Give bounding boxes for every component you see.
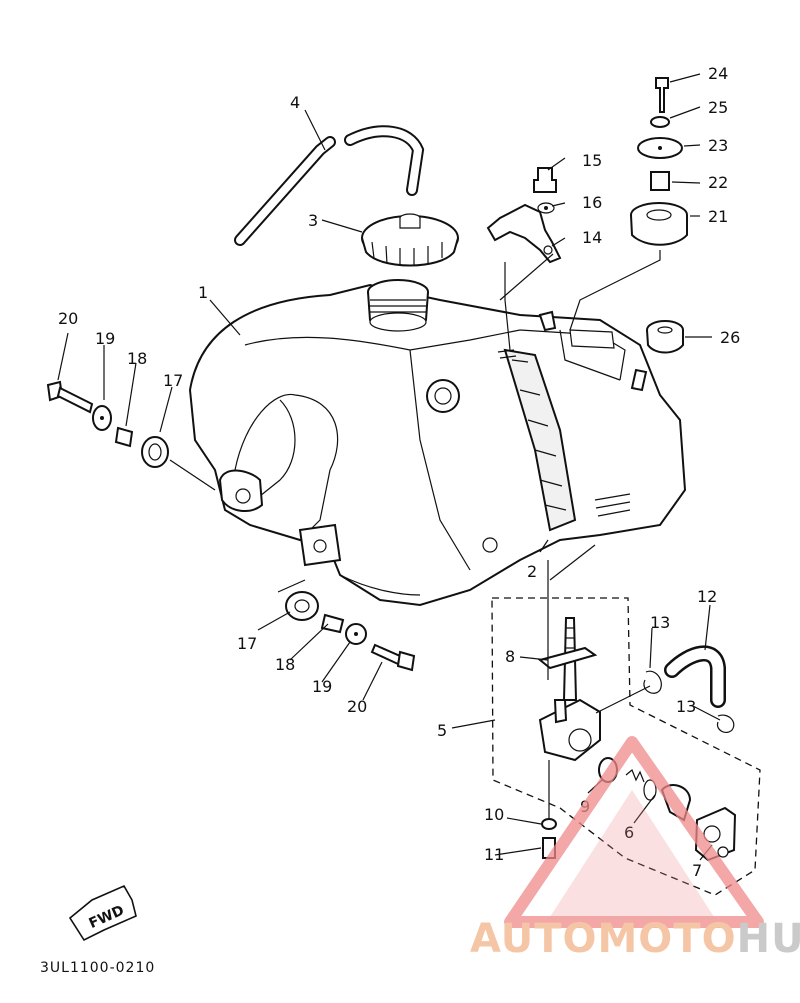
leader-lines (57, 73, 721, 861)
label-22: 22 (708, 173, 728, 192)
callout-labels: 1 2 3 4 5 6 7 8 9 10 11 12 13 13 14 15 1… (58, 64, 740, 880)
fwd-arrow: FWD (68, 884, 137, 942)
rear-mount-parts (285, 591, 416, 672)
label-18-lower: 18 (275, 655, 295, 674)
label-19-upper: 19 (95, 329, 115, 348)
label-13-upper: 13 (650, 613, 670, 632)
label-25: 25 (708, 98, 728, 117)
label-7: 7 (692, 861, 702, 880)
label-8: 8 (505, 647, 515, 666)
damper-stack (630, 77, 688, 354)
label-6: 6 (624, 823, 634, 842)
label-19-lower: 19 (312, 677, 332, 696)
label-20-lower: 20 (347, 697, 367, 716)
label-17-upper: 17 (163, 371, 183, 390)
label-16: 16 (582, 193, 602, 212)
label-1: 1 (198, 283, 208, 302)
label-23: 23 (708, 136, 728, 155)
watermark-text-hub: HUB (737, 916, 800, 962)
label-4: 4 (290, 93, 300, 112)
label-21: 21 (708, 207, 728, 226)
label-17-lower: 17 (237, 634, 257, 653)
fuel-hose (643, 645, 735, 734)
label-5: 5 (437, 721, 447, 740)
label-3: 3 (308, 211, 318, 230)
watermark-triangle (504, 736, 764, 928)
breather-hose (234, 125, 425, 246)
svg-text:AUTOMOTOHUB: AUTOMOTOHUB (470, 916, 800, 962)
label-18-upper: 18 (127, 349, 147, 368)
label-10: 10 (484, 805, 504, 824)
fuel-tank (188, 279, 687, 607)
label-11: 11 (484, 845, 504, 864)
label-15: 15 (582, 151, 602, 170)
fuel-cap (361, 213, 459, 267)
watermark: AUTOMOTOHUB (470, 736, 800, 962)
label-20-upper: 20 (58, 309, 78, 328)
label-13-lower: 13 (676, 697, 696, 716)
label-24: 24 (708, 64, 728, 83)
diagram-code: 3UL1100-0210 (40, 960, 155, 976)
label-12: 12 (697, 587, 717, 606)
label-14: 14 (582, 228, 602, 247)
front-mount-parts (46, 380, 169, 468)
bracket-assembly (486, 167, 562, 264)
label-2: 2 (527, 562, 537, 581)
label-26: 26 (720, 328, 740, 347)
watermark-text-automoto: AUTOMOTO (470, 916, 737, 962)
